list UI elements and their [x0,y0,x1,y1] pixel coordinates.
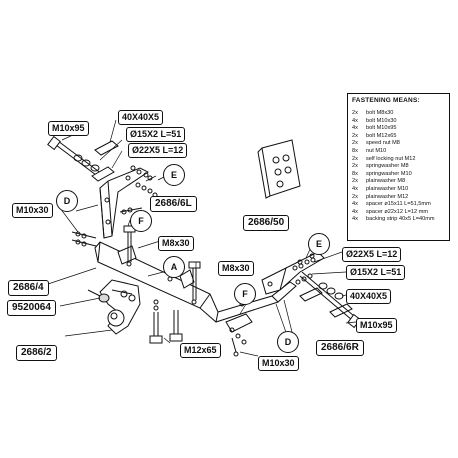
label-m8x30-top: M8x30 [158,236,194,251]
fastening-desc: spacer ø22x12 L=12 mm [366,208,429,215]
bottom-bracket [225,313,253,357]
fastening-qty: 2x [352,140,358,147]
detail-marker-e-right: E [308,233,330,255]
fastening-qty: 2x [352,178,358,185]
fastening-item: 2x bolt M8x30 [352,110,445,118]
fastening-item: 4x spacer ø15x11 L=51,5mm [352,201,445,209]
fastening-desc: bolt M10x30 [366,117,397,124]
fastening-desc: speed nut M8 [366,140,400,147]
fastening-desc: spacer ø15x11 L=51,5mm [366,201,431,208]
fastening-qty: 2x [352,163,358,170]
label-o15x2-right: Ø15X2 L=51 [346,265,406,280]
detail-marker-f-bottom: F [234,283,256,305]
label-part-2686-50: 2686/50 [243,215,290,231]
detail-marker-d-bottom: D [277,331,299,353]
fastening-item: 8x springwasher M10 [352,171,445,179]
label-m10x30-left: M10x30 [12,203,53,218]
label-o22x5-right: Ø22X5 L=12 [342,247,402,262]
label-part-2686-4: 2686/4 [8,280,49,296]
fastening-desc: nut M10 [366,147,387,154]
fastening-qty: 2x [352,155,358,162]
fastening-qty: 4x [352,125,358,132]
electrical-socket-kit [257,139,301,199]
fastening-desc: bolt M10x95 [366,125,397,132]
fastening-item: 2x springwasher M8 [352,163,445,171]
fastening-qty: 8x [352,147,358,154]
fastening-item: 2x self locking nut M12 [352,156,445,164]
fastening-item: 2x bolt M12x65 [352,133,445,141]
label-m10x95-right: M10x95 [356,318,397,333]
fastening-qty: 8x [352,170,358,177]
fastening-item: 4x bolt M10x30 [352,118,445,126]
fastening-qty: 4x [352,208,358,215]
label-m12x65: M12x65 [180,343,221,358]
label-part-2686-2: 2686/2 [16,345,57,361]
fastening-desc: springwasher M8 [366,163,409,170]
fastening-qty: 4x [352,216,358,223]
tow-ball-hook [87,279,141,335]
fastening-item: 2x speed nut M8 [352,140,445,148]
label-part-2686-6r: 2686/6R [316,340,364,356]
detail-marker-d-left: D [56,190,78,212]
label-o15x2-left: Ø15X2 L=51 [126,127,186,142]
left-fastener-stack [47,135,158,247]
detail-marker-f-left: F [130,210,152,232]
fastening-desc: bolt M12x65 [366,132,397,139]
fastening-list: 2x bolt M8x30 4x bolt M10x30 4x bolt M10x95… [352,110,445,224]
label-m8x30-mid: M8x30 [218,261,254,276]
left-side-bracket [99,167,149,239]
fastening-item: 4x bolt M10x95 [352,125,445,133]
fastening-desc: springwasher M10 [366,170,412,177]
fastening-qty: 4x [352,117,358,124]
fastening-desc: self locking nut M12 [366,155,416,162]
label-40x40x5-right: 40X40X5 [346,289,392,304]
label-m10x95-left: M10x95 [48,121,89,136]
detail-marker-e-top: E [163,164,185,186]
label-part-9520064: 9520064 [7,300,56,316]
label-40x40x5-left: 40X40X5 [118,110,164,125]
fastening-desc: plainwasher M10 [366,185,409,192]
fastening-desc: bolt M8x30 [366,110,394,116]
fastening-desc: backing strip 40x5 L=40mm [366,216,435,223]
fastening-item: 4x plainwasher M10 [352,186,445,194]
fastening-item: 4x backing strip 40x5 L=40mm [352,216,445,224]
fastening-qty: 2x [352,193,358,200]
fastening-qty: 4x [352,201,358,208]
label-m10x30-bottom: M10x30 [258,356,299,371]
fastening-item: 2x plainwasher M12 [352,194,445,202]
fastening-qty: 4x [352,185,358,192]
label-part-2686-6l: 2686/6L [150,196,197,212]
label-o22x5-left: Ø22X5 L=12 [128,143,188,158]
fastening-item: 2x plainwasher M8 [352,178,445,186]
detail-marker-a: A [163,256,185,278]
fastening-desc: plainwasher M12 [366,193,409,200]
fastening-item: 8x nut M10 [352,148,445,156]
fastening-qty: 2x [352,110,358,116]
fastening-title: FASTENING MEANS: [352,97,420,104]
fastening-means-table: FASTENING MEANS: 2x bolt M8x30 4x bolt M10… [347,93,450,241]
fastening-desc: plainwasher M8 [366,178,406,185]
fastening-qty: 2x [352,132,358,139]
fastening-item: 4x spacer ø22x12 L=12 mm [352,209,445,217]
centre-bolts [123,225,201,344]
